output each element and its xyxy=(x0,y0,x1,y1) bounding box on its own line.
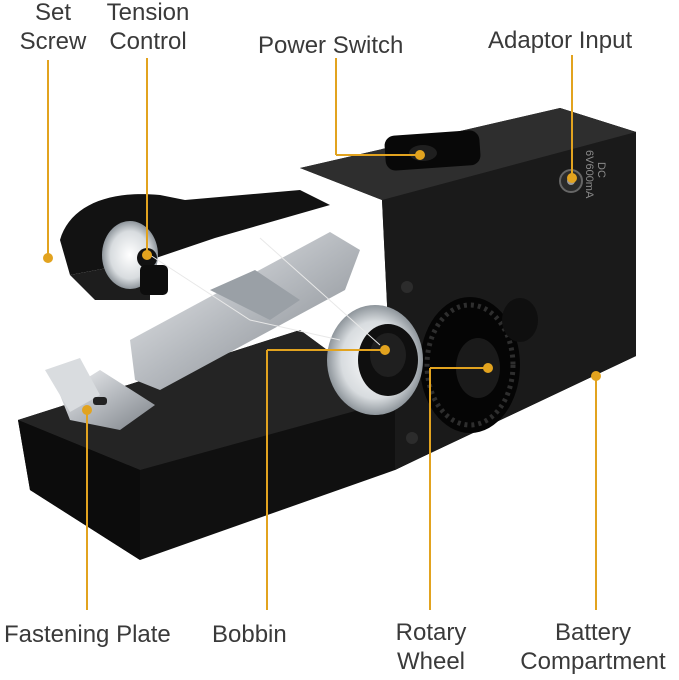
tension-control-label-line1: Tension xyxy=(106,0,190,26)
battery-compartment-label-line1: Battery xyxy=(554,619,632,646)
battery-compartment-label: Battery Compartment xyxy=(508,618,678,676)
adaptor-input-label: Adaptor Input xyxy=(488,27,633,54)
device-marking-dc: DC xyxy=(595,162,607,178)
tension-control-label-line2: Control xyxy=(109,28,187,55)
screw-bottom xyxy=(406,432,418,444)
plate-hole xyxy=(93,397,107,405)
rotary-wheel-label: Rotary Wheel xyxy=(388,618,474,676)
rotary-wheel-label-line1: Rotary xyxy=(395,619,467,646)
thread xyxy=(149,237,381,346)
base-tray xyxy=(18,330,395,560)
set-screw-label-line2: Screw xyxy=(19,28,87,55)
bobbin-label: Bobbin xyxy=(212,621,287,648)
power-switch-label: Power Switch xyxy=(258,32,404,59)
rotary-wheel-label-line2: Wheel xyxy=(396,648,466,675)
tension-control-label: Tension Control xyxy=(100,0,196,56)
device-marking-rating: 6V600mA xyxy=(583,150,595,199)
presser-arm xyxy=(45,232,360,430)
set-screw-label-line1: Set xyxy=(34,0,72,26)
set-screw-label: Set Screw xyxy=(18,0,88,56)
leader-lines xyxy=(43,55,601,610)
screw-top xyxy=(401,281,413,293)
battery-compartment-label-line2: Compartment xyxy=(520,648,666,675)
fastening-plate-label: Fastening Plate xyxy=(4,621,171,648)
bobbin xyxy=(327,305,423,415)
power-switch xyxy=(384,130,481,171)
